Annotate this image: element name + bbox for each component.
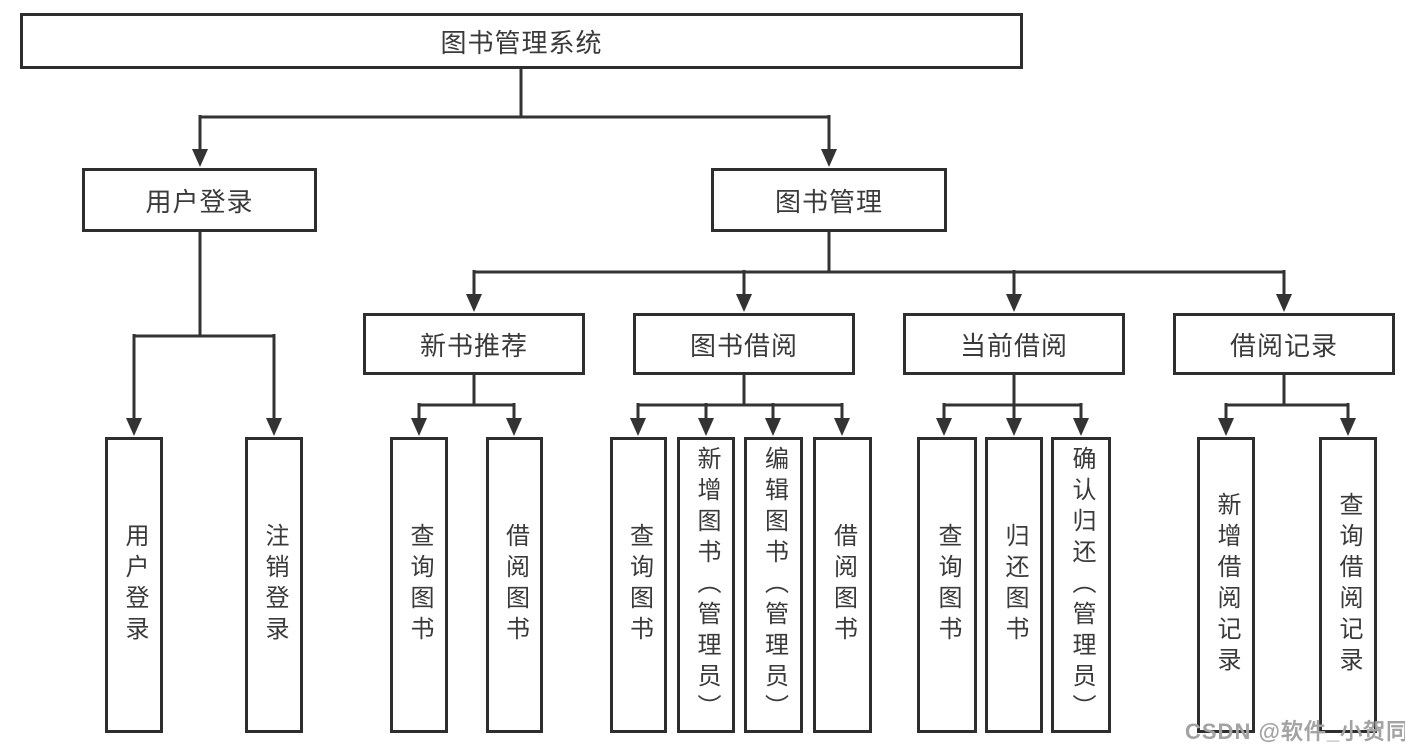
leaf-borrow-books-recommend: 借阅图书: [486, 437, 543, 733]
leaf-return-books: 归还图书: [985, 437, 1043, 733]
leaf-add-borrow-record: 新增借阅记录: [1197, 437, 1255, 733]
leaf-user-login: 用户登录: [105, 437, 163, 733]
node-borrow-record: 借阅记录: [1173, 313, 1395, 375]
node-label: 当前借阅: [959, 330, 1068, 361]
leaf-borrow-books: 借阅图书: [813, 437, 872, 733]
leaf-confirm-return-admin: 确认归还（管理员）: [1051, 437, 1111, 733]
leaf-label: 借阅图书: [501, 523, 529, 647]
node-library-management-system: 图书管理系统: [20, 13, 1023, 69]
node-label: 图书管理: [774, 186, 883, 217]
leaf-add-books-admin: 新增图书（管理员）: [677, 437, 735, 733]
leaf-label: 查询借阅记录: [1335, 492, 1362, 678]
node-label: 新书推荐: [419, 330, 528, 361]
node-new-book-recommend: 新书推荐: [363, 313, 585, 375]
node-book-borrow: 图书借阅: [633, 313, 855, 375]
node-current-borrow: 当前借阅: [903, 313, 1125, 375]
connector-strokes: [132, 69, 1350, 421]
node-label: 用户登录: [145, 186, 254, 217]
leaf-query-books-recommend: 查询图书: [390, 437, 448, 733]
leaf-label: 查询图书: [934, 523, 961, 647]
leaf-logout: 注销登录: [245, 437, 303, 733]
leaf-label: 新增图书（管理员）: [693, 445, 720, 725]
leaf-label: 查询图书: [625, 523, 653, 647]
leaf-label: 查询图书: [406, 523, 433, 647]
leaf-label: 确认归还（管理员）: [1068, 445, 1095, 725]
leaf-label: 用户登录: [121, 523, 148, 647]
leaf-query-borrow-record: 查询借阅记录: [1319, 437, 1377, 733]
leaf-label: 注销登录: [261, 523, 288, 647]
connector-arrowheads: [126, 149, 1356, 436]
node-label: 图书借阅: [689, 330, 798, 361]
leaf-label: 归还图书: [1001, 523, 1028, 647]
leaf-label: 编辑图书（管理员）: [760, 445, 788, 725]
leaf-label: 新增借阅记录: [1213, 492, 1240, 678]
watermark: CSDN @软件_小贺同学: [1185, 719, 1405, 744]
node-user-login: 用户登录: [82, 168, 317, 232]
leaf-query-books-current: 查询图书: [917, 437, 977, 733]
leaf-query-books-borrow: 查询图书: [610, 437, 667, 733]
leaf-label: 借阅图书: [829, 523, 857, 647]
node-book-management: 图书管理: [711, 168, 947, 232]
node-label: 借阅记录: [1229, 330, 1338, 361]
leaf-edit-books-admin: 编辑图书（管理员）: [744, 437, 803, 733]
node-label: 图书管理系统: [440, 27, 603, 58]
